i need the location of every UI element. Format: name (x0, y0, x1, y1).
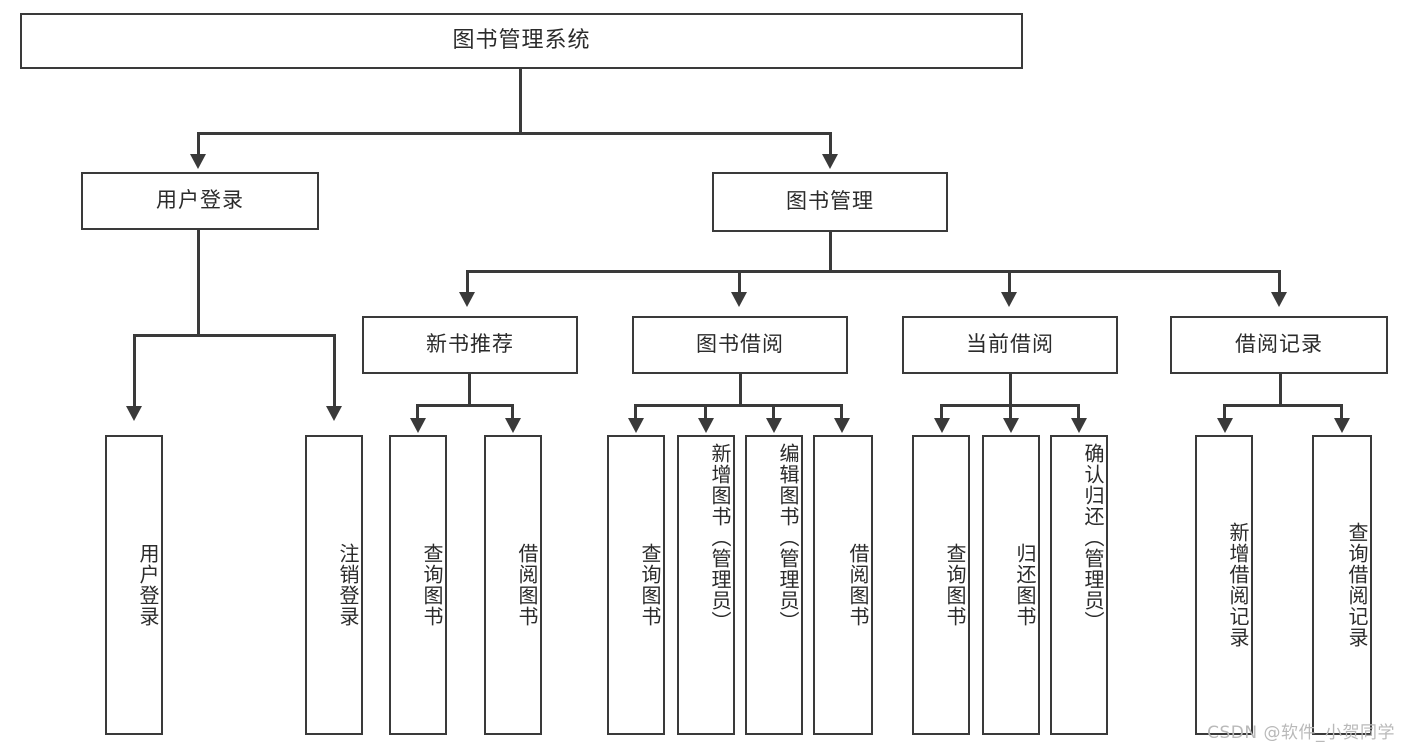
leaf-label: 查询图书 (943, 543, 967, 627)
watermark-text: CSDN @软件_小贺同学 (1207, 723, 1395, 743)
connector-user-login-child-1 (133, 334, 136, 408)
leaf-current-borrow-confirm-return-admin[interactable]: 确认归还（管理员） (1050, 435, 1108, 735)
connector-borrow-record-bus (1223, 404, 1343, 407)
leaf-label: 新增图书（管理员） (708, 443, 732, 632)
arrow-to-book-borrow (731, 292, 747, 307)
node-label: 借阅记录 (1235, 332, 1323, 357)
node-label: 当前借阅 (966, 332, 1054, 357)
connector-current-borrow-child-2 (1009, 404, 1012, 420)
connector-current-borrow-stem (1009, 374, 1012, 406)
connector-book-borrow-bus (634, 404, 842, 407)
connector-borrow-record-child-1 (1223, 404, 1226, 420)
arrow-current-borrow-child-2 (1003, 418, 1019, 433)
leaf-new-book-borrow-book[interactable]: 借阅图书 (484, 435, 542, 735)
connector-to-book-borrow (738, 270, 741, 294)
node-borrow-record[interactable]: 借阅记录 (1170, 316, 1388, 374)
connector-root-bus (198, 132, 832, 135)
leaf-label: 编辑图书（管理员） (776, 443, 800, 632)
connector-book-borrow-child-4 (840, 404, 843, 420)
connector-book-borrow-stem (739, 374, 742, 406)
arrow-to-current-borrow (1001, 292, 1017, 307)
arrow-to-borrow-record (1271, 292, 1287, 307)
arrow-borrow-record-child-1 (1217, 418, 1233, 433)
leaf-book-borrow-edit-book-admin[interactable]: 编辑图书（管理员） (745, 435, 803, 735)
node-new-book-recommend[interactable]: 新书推荐 (362, 316, 578, 374)
connector-level3-bus (466, 270, 1281, 273)
leaf-label: 新增借阅记录 (1226, 522, 1250, 648)
connector-to-book-manage (829, 132, 832, 156)
node-current-borrow[interactable]: 当前借阅 (902, 316, 1118, 374)
connector-root-stem (519, 68, 522, 134)
node-user-login[interactable]: 用户登录 (81, 172, 319, 230)
leaf-book-borrow-borrow-book[interactable]: 借阅图书 (813, 435, 873, 735)
leaf-label: 借阅图书 (515, 543, 539, 627)
leaf-book-borrow-add-book-admin[interactable]: 新增图书（管理员） (677, 435, 735, 735)
leaf-user-login-login[interactable]: 用户登录 (105, 435, 163, 735)
connector-user-login-bus (133, 334, 336, 337)
leaf-current-borrow-query-book[interactable]: 查询图书 (912, 435, 970, 735)
arrow-to-new-book (459, 292, 475, 307)
arrow-new-book-child-2 (505, 418, 521, 433)
node-label: 图书管理 (786, 189, 874, 214)
connector-book-borrow-child-3 (772, 404, 775, 420)
leaf-label: 借阅图书 (846, 543, 870, 627)
leaf-new-book-query-book[interactable]: 查询图书 (389, 435, 447, 735)
connector-to-current-borrow (1008, 270, 1011, 294)
node-book-borrow[interactable]: 图书借阅 (632, 316, 848, 374)
connector-user-login-stem (197, 230, 200, 336)
arrow-new-book-child-1 (410, 418, 426, 433)
node-label: 用户登录 (156, 188, 244, 213)
connector-user-login-child-2 (333, 334, 336, 408)
connector-to-user-login (197, 132, 200, 156)
arrow-user-login-child-2 (326, 406, 342, 421)
connector-current-borrow-child-3 (1077, 404, 1080, 420)
leaf-borrow-record-add-record[interactable]: 新增借阅记录 (1195, 435, 1253, 735)
arrow-to-user-login (190, 154, 206, 169)
leaf-user-login-logout[interactable]: 注销登录 (305, 435, 363, 735)
node-root-book-management-system[interactable]: 图书管理系统 (20, 13, 1023, 69)
leaf-borrow-record-query-record[interactable]: 查询借阅记录 (1312, 435, 1372, 735)
arrow-current-borrow-child-1 (934, 418, 950, 433)
arrow-to-book-manage (822, 154, 838, 169)
node-label: 图书管理系统 (452, 27, 591, 53)
connector-new-book-stem (468, 374, 471, 406)
leaf-current-borrow-return-book[interactable]: 归还图书 (982, 435, 1040, 735)
leaf-label: 查询图书 (638, 543, 662, 627)
arrow-book-borrow-child-2 (698, 418, 714, 433)
connector-book-borrow-child-2 (704, 404, 707, 420)
connector-to-new-book (466, 270, 469, 294)
arrow-book-borrow-child-1 (628, 418, 644, 433)
node-book-management[interactable]: 图书管理 (712, 172, 948, 232)
leaf-book-borrow-query-book[interactable]: 查询图书 (607, 435, 665, 735)
connector-new-book-bus (416, 404, 514, 407)
connector-new-book-child-2 (511, 404, 514, 420)
connector-new-book-child-1 (416, 404, 419, 420)
leaf-label: 用户登录 (136, 543, 160, 627)
arrow-user-login-child-1 (126, 406, 142, 421)
arrow-current-borrow-child-3 (1071, 418, 1087, 433)
node-label: 新书推荐 (426, 332, 514, 357)
arrow-book-borrow-child-4 (834, 418, 850, 433)
leaf-label: 查询图书 (420, 543, 444, 627)
arrow-book-borrow-child-3 (766, 418, 782, 433)
leaf-label: 归还图书 (1013, 543, 1037, 627)
connector-book-manage-stem (829, 232, 832, 272)
leaf-label: 注销登录 (336, 543, 360, 627)
connector-borrow-record-stem (1279, 374, 1282, 406)
leaf-label: 确认归还（管理员） (1081, 443, 1105, 632)
connector-current-borrow-child-1 (940, 404, 943, 420)
connector-borrow-record-child-2 (1340, 404, 1343, 420)
connector-book-borrow-child-1 (634, 404, 637, 420)
connector-to-borrow-record (1278, 270, 1281, 294)
leaf-label: 查询借阅记录 (1345, 522, 1369, 648)
node-label: 图书借阅 (696, 332, 784, 357)
arrow-borrow-record-child-2 (1334, 418, 1350, 433)
